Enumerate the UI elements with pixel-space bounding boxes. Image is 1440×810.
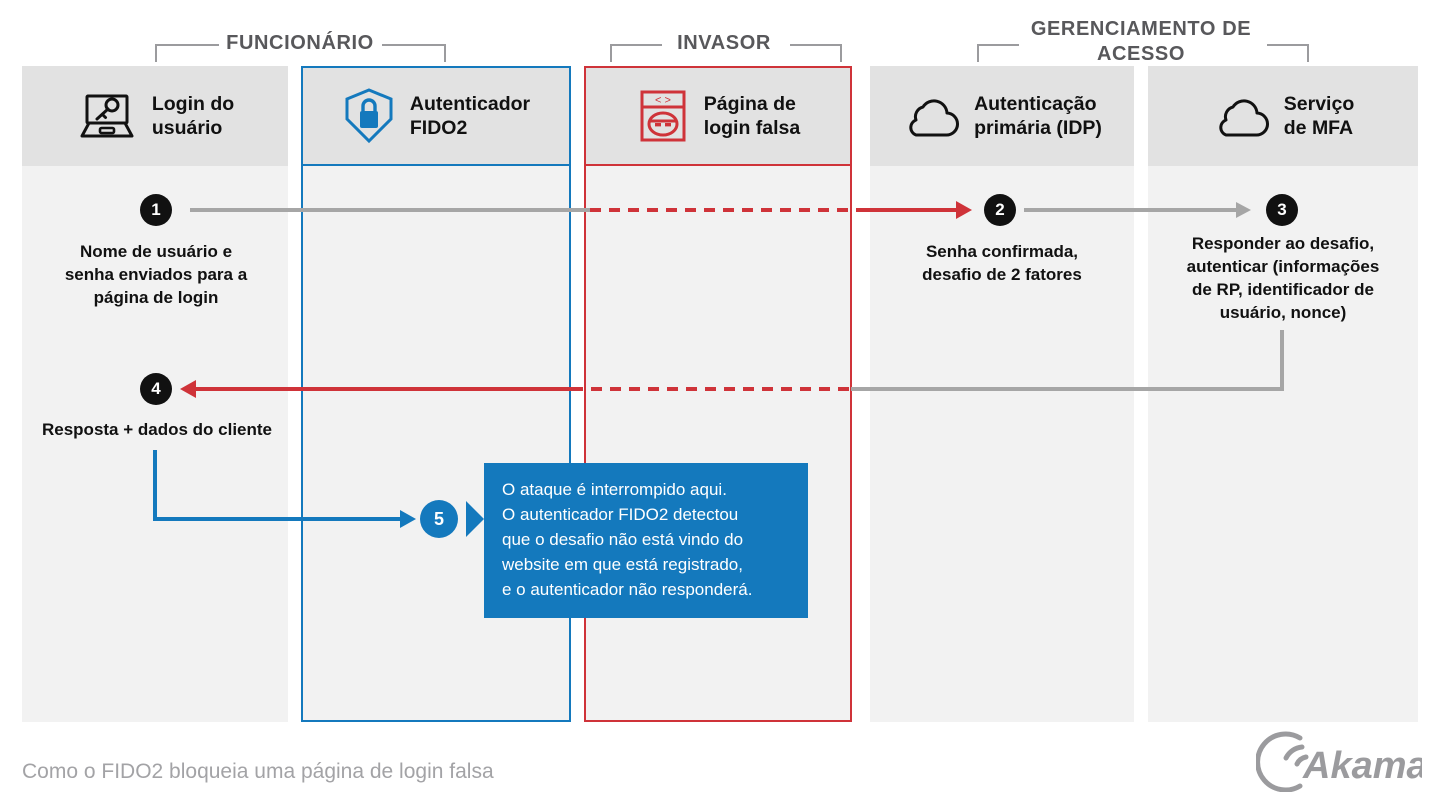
column-header-user-login: Login do usuário: [22, 66, 288, 166]
callout-attack-stopped: O ataque é interrompido aqui. O autentic…: [484, 463, 808, 618]
flow-line-step3-down: [1280, 330, 1284, 391]
column-primary-auth[interactable]: Autenticação primária (IDP): [870, 66, 1134, 722]
flow-line-step4-dashed: [572, 387, 854, 391]
column-title-primary-auth: Autenticação primária (IDP): [974, 93, 1102, 139]
step-badge-3: 3: [1266, 194, 1298, 226]
flow-line-step1-dashed: [590, 208, 868, 212]
flow-line-step1-red: [860, 208, 960, 212]
flow-line-step3-left: [851, 387, 1284, 391]
group-label-gerenciamento-acesso: GERENCIAMENTO DE ACESSO: [1030, 18, 1252, 65]
browser-mask-icon: < >: [636, 88, 690, 144]
group-label-funcionario: FUNCIONÁRIO: [226, 32, 374, 54]
flow-arrowhead-step2: [1236, 202, 1251, 218]
callout-notch-icon: [466, 501, 484, 537]
group-label-invasor: INVASOR: [677, 32, 771, 54]
svg-text:< >: < >: [655, 95, 671, 107]
step-badge-1-label: 1: [151, 200, 161, 219]
shield-lock-icon: [342, 87, 396, 145]
column-title-user-login: Login do usuário: [151, 93, 235, 139]
column-header-mfa-service: Serviço de MFA: [1148, 66, 1418, 166]
flow-arrowhead-step1: [956, 201, 972, 219]
flow-line-step5-down: [153, 450, 157, 521]
step-badge-5-label: 5: [433, 508, 444, 529]
step-badge-1: 1: [140, 194, 172, 226]
svg-text:Akamai: Akamai: [1302, 745, 1422, 787]
column-header-fake-login: < > Página de login falsa: [586, 68, 850, 166]
column-body-primary-auth: [870, 66, 1134, 722]
step-badge-4-label: 4: [151, 379, 161, 398]
bracket-gerenciamento-acesso: [977, 43, 1309, 62]
column-mfa-service[interactable]: Serviço de MFA: [1148, 66, 1418, 722]
column-header-fido2: Autenticador FIDO2: [303, 68, 569, 166]
step-badge-2-label: 2: [995, 200, 1005, 219]
step-badge-2: 2: [984, 194, 1016, 226]
step-caption-4: Resposta + dados do cliente: [41, 420, 273, 439]
laptop-key-icon: [76, 92, 138, 140]
column-body-mfa-service: [1148, 66, 1418, 722]
step-caption-2: Senha confirmada, desafio de 2 fatores: [922, 242, 1082, 284]
flow-line-step1-gray: [190, 208, 590, 212]
cloud-icon: [1212, 91, 1270, 141]
step-badge-4: 4: [140, 373, 172, 405]
column-fido2[interactable]: Autenticador FIDO2: [301, 66, 571, 722]
page-title: Como o FIDO2 bloqueia uma página de logi…: [22, 760, 494, 783]
flow-arrowhead-step5: [400, 510, 416, 528]
column-title-mfa-service: Serviço de MFA: [1283, 93, 1355, 139]
bracket-invasor: [610, 43, 842, 62]
flow-line-step5-right: [153, 517, 403, 521]
column-title-fido2: Autenticador FIDO2: [409, 93, 531, 139]
step-caption-1: Nome de usuário e senha enviados para a …: [64, 242, 248, 307]
bracket-funcionario: [155, 43, 446, 62]
step-caption-3: Responder ao desafio, autenticar (inform…: [1186, 234, 1380, 322]
flow-line-step4-red: [196, 387, 576, 391]
step-badge-5: 5: [420, 500, 458, 538]
cloud-icon: [902, 91, 960, 141]
flow-arrowhead-step4: [180, 380, 196, 398]
akamai-logo: Akamai: [1255, 728, 1440, 793]
step-badge-3-label: 3: [1277, 200, 1287, 219]
column-title-fake-login: Página de login falsa: [703, 93, 801, 139]
flow-line-step2-gray: [1024, 208, 1238, 212]
column-header-primary-auth: Autenticação primária (IDP): [870, 66, 1134, 166]
column-fake-login[interactable]: < > Página de login falsa: [584, 66, 852, 722]
